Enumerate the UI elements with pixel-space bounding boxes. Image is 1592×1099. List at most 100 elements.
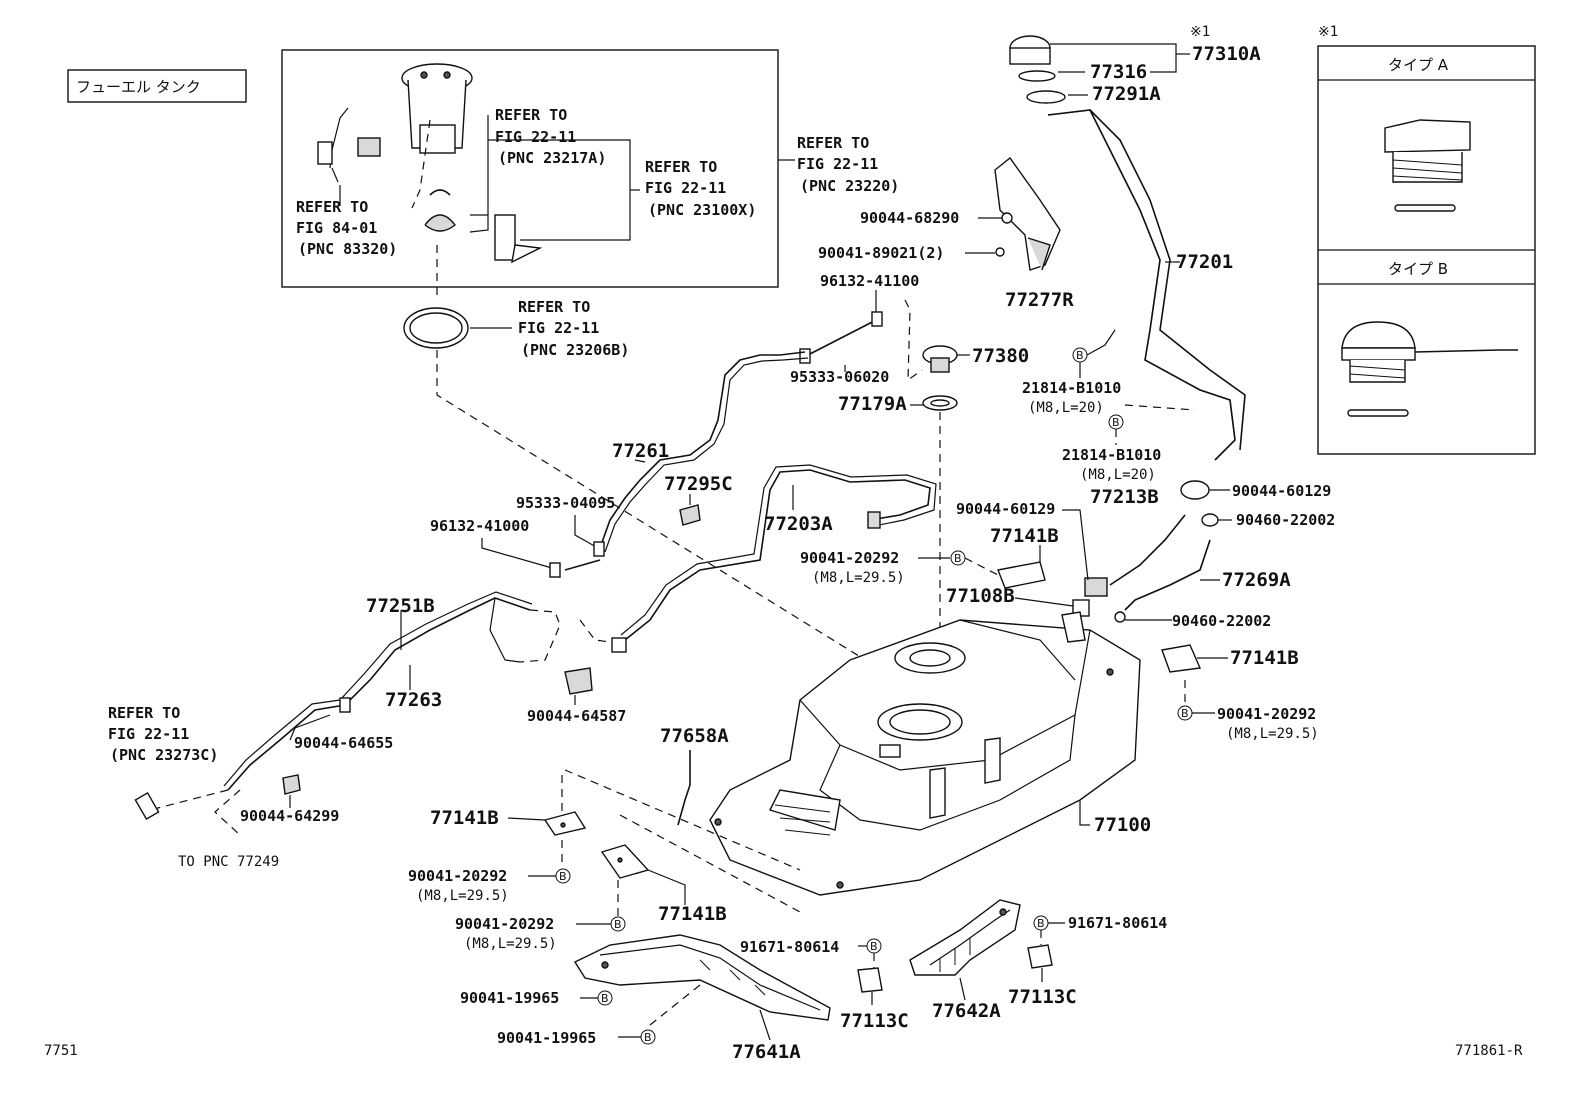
clip-90044-64299 (282, 774, 301, 795)
part-77269a: 77269A (1222, 569, 1291, 591)
ref-pnc-23217a-l2: FIG 22-11 (495, 128, 576, 146)
part-77642a: 77642A (932, 1000, 1001, 1022)
bolt-mark-3: B (954, 552, 962, 565)
cap-type-b-drawing (1341, 321, 1518, 417)
part-77141b-c: 77141B (430, 807, 499, 829)
footer-right-code: 771861-R (1455, 1043, 1523, 1059)
part-90044-64587: 90044-64587 (527, 707, 626, 725)
part-21814-b1010-b-spec: (M8,L=20) (1080, 467, 1156, 483)
ref-pnc-83320-l2: FIG 84-01 (296, 219, 377, 237)
part-77113c-a: 77113C (840, 1010, 909, 1032)
part-90041-89021: 90041-89021(2) (818, 244, 944, 262)
cap-type-legend: ※1 タイプ A タイプ B (1317, 24, 1536, 455)
ref-pnc-23100x-l1: REFER TO (645, 158, 717, 176)
ref-pnc-23220-l1: REFER TO (797, 134, 869, 152)
ref-pnc-23273c-l1: REFER TO (108, 704, 180, 722)
tube-77658a (677, 750, 691, 826)
part-90460-22002-b: 90460-22002 (1172, 612, 1271, 630)
part-21814-b1010-b: 21814-B1010 (1062, 446, 1161, 464)
part-77310a: 77310A (1192, 43, 1261, 65)
fuel-pump-inset: REFER TO FIG 22-11 (PNC 23217A) REFER TO… (281, 49, 795, 288)
part-90041-19965-a: 90041-19965 (460, 989, 559, 1007)
part-90041-20292-a-spec: (M8,L=29.5) (812, 570, 905, 586)
fuel-line-77261 (599, 351, 809, 553)
ref-pnc-23273c-l2: FIG 22-11 (108, 725, 189, 743)
title-box: フューエル タンク (67, 69, 247, 103)
footer-left-code: 7751 (44, 1043, 78, 1059)
bolt-mark-2: B (1112, 416, 1120, 429)
bolt-mark-1: B (1076, 349, 1084, 362)
bolt-mark-5: B (559, 870, 567, 883)
protector-77141b-lower-b (600, 844, 650, 879)
bolt-mark-9: B (870, 940, 878, 953)
fuel-sender-gauge-drawing (317, 107, 381, 206)
part-91671-80614-b: 91671-80614 (1068, 914, 1167, 932)
hose-clamps-lower (549, 541, 605, 578)
ref-pnc-23217a-l1: REFER TO (495, 106, 567, 124)
fuel-line-77203a (611, 464, 937, 653)
vent-hose-drawing (799, 311, 883, 364)
clip-77295c (679, 494, 701, 526)
fuel-cap-drawing (1009, 35, 1066, 104)
part-90041-20292-c-spec: (M8,L=29.5) (416, 888, 509, 904)
part-77641a: 77641A (732, 1041, 801, 1063)
protector-77141b-lower-a (543, 811, 587, 836)
diagram-title: フューエル タンク (76, 78, 201, 96)
protector-77141b-upper (997, 545, 1046, 589)
part-21814-b1010-a-spec: (M8,L=20) (1028, 400, 1104, 416)
part-77251b: 77251B (366, 595, 435, 617)
part-77201: 77201 (1176, 251, 1233, 273)
part-77203a: 77203A (764, 513, 833, 535)
part-77113c-b: 77113C (1008, 986, 1077, 1008)
fuel-tank-drawing (709, 611, 1141, 896)
part-77316: 77316 (1090, 61, 1147, 83)
part-96132-41000: 96132-41000 (430, 517, 529, 535)
part-90041-20292-b-spec: (M8,L=29.5) (1226, 726, 1319, 742)
part-90041-19965-b: 90041-19965 (497, 1029, 596, 1047)
part-95333-04095: 95333-04095 (516, 494, 615, 512)
to-pnc-77249: TO PNC 77249 (178, 854, 279, 870)
ref-pnc-83320-l1: REFER TO (296, 198, 368, 216)
ref-pnc-83320-l3: (PNC 83320) (298, 240, 397, 258)
part-77141b-a: 77141B (990, 525, 1059, 547)
part-90041-20292-b: 90041-20292 (1217, 705, 1316, 723)
ref-pnc-23206b-l2: FIG 22-11 (518, 319, 599, 337)
ref-pnc-23217a-l3: (PNC 23217A) (498, 149, 606, 167)
ref-pnc-23100x-l3: (PNC 23100X) (648, 201, 756, 219)
filler-bracket-drawing (994, 156, 1061, 271)
part-90044-60129: 90044-60129 (1232, 482, 1331, 500)
part-21814-b1010-a: 21814-B1010 (1022, 379, 1121, 397)
filler-hoses-drawing (1072, 480, 1232, 623)
callout-mark: ※1 (1190, 24, 1210, 40)
gasket-ring-drawing (403, 245, 931, 701)
cap-type-a-drawing (1384, 119, 1471, 212)
part-91671-80614-a: 91671-80614 (740, 938, 839, 956)
bolt-mark-8: B (644, 1031, 652, 1044)
part-77380: 77380 (972, 345, 1029, 367)
part-90460-22002-a: 90460-22002 (1236, 511, 1335, 529)
part-77261: 77261 (612, 440, 669, 462)
protector-77642a (909, 899, 1021, 976)
clip-90044-64587 (564, 667, 593, 705)
ref-pnc-23220-l3: (PNC 23220) (800, 177, 899, 195)
part-90044-64655: 90044-64655 (294, 734, 393, 752)
ref-pnc-23206b-l1: REFER TO (518, 298, 590, 316)
part-77141b-b: 77141B (1230, 647, 1299, 669)
ref-pnc-23100x-l2: FIG 22-11 (645, 179, 726, 197)
legend-mark: ※1 (1318, 24, 1338, 40)
part-95333-06020: 95333-06020 (790, 368, 889, 386)
part-96132-41100: 96132-41100 (820, 272, 919, 290)
filler-pipe-drawing (1047, 109, 1246, 461)
valve-77380-drawing (910, 345, 970, 411)
part-90041-20292-d-spec: (M8,L=29.5) (464, 936, 557, 952)
bolt-mark-6: B (614, 918, 622, 931)
clip-77113c-b (1027, 944, 1053, 969)
clip-77113c-a (857, 967, 883, 993)
bolt-mark-7: B (601, 992, 609, 1005)
part-77658a: 77658A (660, 725, 729, 747)
part-77141b-d: 77141B (658, 903, 727, 925)
legend-type-b: タイプ B (1388, 260, 1448, 278)
fuel-pump-parts-drawing (424, 150, 543, 264)
